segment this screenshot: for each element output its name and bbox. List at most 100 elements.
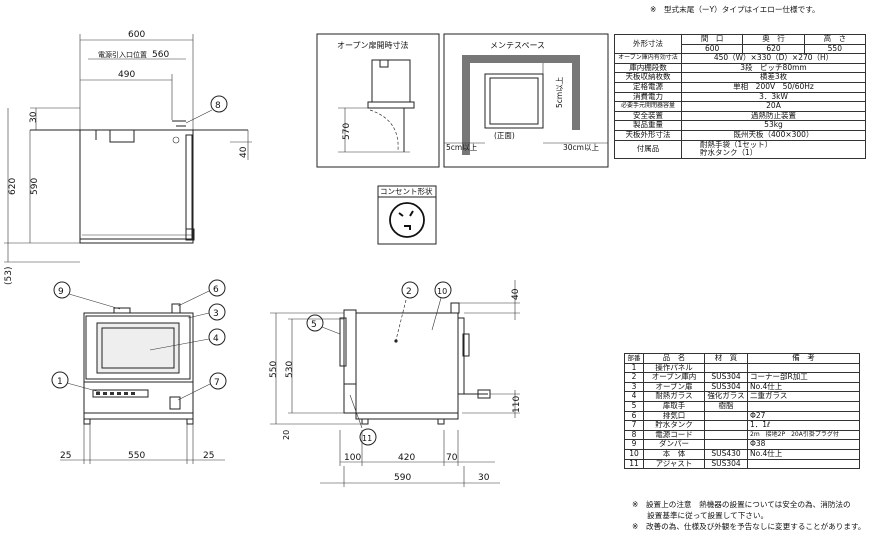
part-no: 11 (624, 458, 644, 470)
part-material: SUS430 (704, 448, 748, 460)
dim-550-h: 550 (269, 361, 279, 378)
callout-8: 8 (215, 101, 221, 111)
part-material (704, 410, 748, 422)
space-left: 5cm以上 (446, 143, 478, 152)
dim-40-side: 40 (511, 288, 521, 300)
parts-head: 部番 (624, 353, 644, 364)
dim-25-right: 25 (203, 451, 214, 461)
dim-590: 590 (30, 178, 40, 195)
accessory-item: 耐熱手袋（1セット） (700, 139, 773, 149)
callout-1: 1 (57, 377, 63, 387)
spec-label: 天板外形寸法 (614, 129, 682, 141)
part-name: 貯水タンク (643, 420, 705, 431)
dim-110: 110 (512, 396, 522, 413)
cord-position-label: 電源引入口位置 (98, 50, 147, 59)
spec-value: 単相 200V 50/60Hz (681, 81, 866, 93)
outlet-diagram: コンセント形状 (377, 185, 437, 245)
part-material (704, 420, 748, 431)
maintenance-title: メンテスペース (490, 41, 545, 50)
parts-head: 品 名 (643, 353, 705, 364)
part-remark: No.4仕上 (747, 448, 860, 460)
dim-620: 620 (8, 178, 18, 195)
install-note-2: 設置基準に従って設置して下さい。 (632, 511, 769, 520)
dim-420: 420 (398, 453, 415, 463)
maintenance-diagram: メンテスペース 5cm以上 5cm以上 30cm以上 (正面) (443, 33, 609, 168)
door-open-diagram: オープン扉開時寸法 570 (316, 33, 440, 168)
part-remark (747, 458, 860, 470)
part-no: 9 (624, 439, 644, 450)
spec-value: 450（W）×330（D）×270（H） (681, 53, 866, 64)
spec-label: 定格電源 (614, 81, 682, 93)
dim-30-d: 30 (478, 473, 490, 483)
spec-label: 付属品 (614, 139, 682, 159)
spec-label: 製品重量 (614, 120, 682, 131)
part-name: オーブン庫内 (643, 372, 705, 383)
front-elevation: 9 6 3 4 1 7 25 550 25 (51, 279, 227, 464)
callout-10: 10 (437, 287, 447, 296)
callout-2: 2 (406, 287, 412, 297)
part-no: 2 (624, 372, 644, 383)
dim-100: 100 (344, 453, 361, 463)
dim-530: 530 (285, 361, 295, 378)
side-view: 5 2 10 11 550 530 20 40 110 100 420 (269, 280, 522, 487)
dim-70: 70 (446, 453, 458, 463)
part-name: ダンパー (643, 439, 705, 450)
door-open-title: オープン扉開時寸法 (337, 40, 409, 50)
spec-value: 53kg (681, 120, 866, 131)
part-remark: コーナー部R加工 (747, 372, 860, 383)
callout-7: 7 (214, 378, 220, 388)
dim-570: 570 (342, 123, 352, 140)
parts-head: 備 考 (747, 353, 860, 364)
change-note: ※ 改善の為、仕様及び外観を予告なしに変更することがあります。 (632, 522, 866, 531)
dim-550: 550 (128, 451, 145, 461)
part-name: アジャスト (643, 458, 705, 470)
callout-3: 3 (213, 309, 219, 319)
callout-6: 6 (213, 285, 219, 295)
space-top: 5cm以上 (555, 76, 564, 108)
front-mark: (正面) (494, 131, 515, 140)
spec-head-w: 間 口 (680, 34, 744, 45)
outlet-plug-icon (398, 210, 414, 230)
part-material: SUS304 (704, 458, 748, 470)
install-note: ※ 設置上の注意 熱機器の設置については安全の為、消防法の (632, 500, 851, 509)
dim-30: 30 (29, 111, 39, 123)
part-name: 扉取手 (643, 400, 705, 412)
dim-590-d: 590 (394, 473, 411, 483)
dim-40: 40 (239, 146, 249, 158)
callout-9: 9 (58, 287, 64, 297)
dim-53: (53) (4, 267, 14, 285)
part-material (704, 429, 748, 441)
dim-490: 490 (118, 70, 135, 80)
parts-head: 材 質 (704, 353, 748, 364)
part-remark (747, 400, 860, 412)
part-remark: Φ38 (747, 439, 860, 450)
dim-25-left: 25 (60, 451, 71, 461)
part-remark: 二重ガラス (747, 391, 860, 402)
dim-560: 560 (152, 50, 169, 60)
dim-20: 20 (282, 430, 291, 440)
spec-label: オーブン庫内有効寸法 (614, 53, 682, 64)
accessory-item: 貯水タンク（1） (700, 148, 758, 158)
callout-4: 4 (213, 334, 219, 344)
space-right: 30cm以上 (563, 143, 599, 152)
spec-label: 消費電力 (614, 91, 682, 103)
outlet-title: コンセント形状 (380, 186, 433, 196)
part-material: SUS304 (704, 372, 748, 383)
part-material (704, 439, 748, 450)
part-name: 本 体 (643, 448, 705, 460)
spec-head-h: 高 さ (803, 34, 867, 45)
dim-600: 600 (128, 30, 145, 40)
callout-5: 5 (311, 320, 317, 330)
spec-head-d: 奥 行 (742, 34, 805, 45)
part-material: 樹脂 (704, 400, 748, 412)
part-remark: 1．1ℓ (747, 420, 860, 431)
